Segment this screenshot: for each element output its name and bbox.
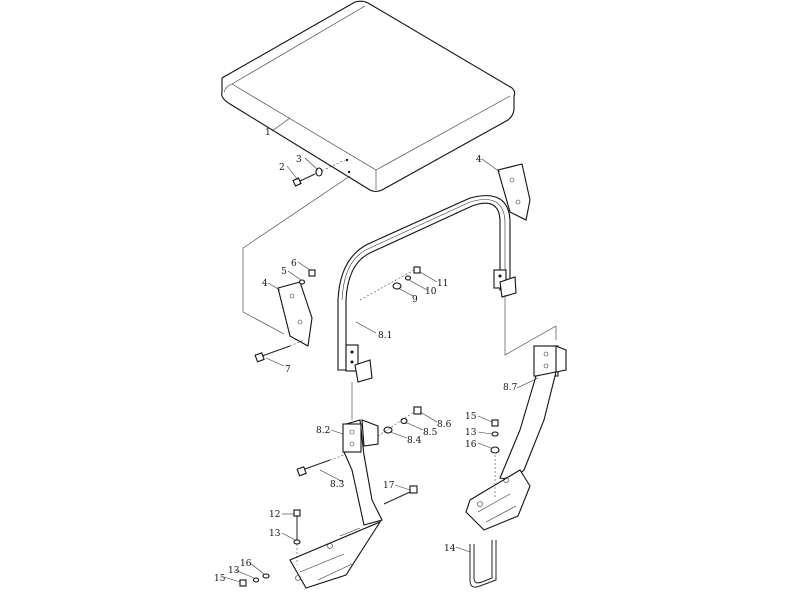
nut-8-6 — [413, 406, 422, 415]
seat-cushion — [221, 0, 516, 193]
bracket-4-right — [497, 163, 531, 221]
callout-8-7: 8.7 — [503, 383, 518, 393]
leader-lines — [223, 117, 539, 583]
washer-16-left — [262, 573, 270, 579]
mounting-plane-outline — [242, 175, 351, 335]
callout-4-left: 4 — [262, 279, 268, 289]
right-mounting-plane — [504, 295, 557, 356]
nut-11 — [413, 266, 421, 274]
latch-left — [354, 359, 373, 383]
callout-3: 3 — [296, 155, 302, 165]
washer-16-right — [490, 446, 500, 454]
callout-15-right: 15 — [465, 412, 477, 422]
callout-17: 17 — [383, 481, 395, 491]
callout-12: 12 — [269, 510, 280, 520]
nut-15-right — [491, 419, 499, 427]
nut-6 — [308, 269, 316, 277]
callout-13-right: 13 — [465, 428, 477, 438]
lower-mount-right — [465, 345, 567, 531]
washer-3 — [315, 167, 323, 177]
callout-14: 14 — [444, 544, 456, 554]
callout-13-left: 13 — [228, 566, 240, 576]
bolt-12 — [293, 509, 301, 540]
nut-15-left — [239, 579, 247, 587]
washer-13-upper — [293, 539, 301, 545]
callout-7: 7 — [285, 365, 291, 375]
callout-8-2: 8.2 — [316, 426, 330, 436]
callout-5: 5 — [281, 267, 287, 277]
latch-right — [499, 276, 517, 298]
callout-9: 9 — [412, 295, 418, 305]
bolt-8-3 — [296, 454, 345, 477]
callout-6: 6 — [291, 259, 297, 269]
washer-13-right — [491, 431, 499, 437]
washer-5 — [298, 279, 306, 285]
washer-9 — [392, 282, 402, 290]
bracket-4-left — [277, 281, 313, 347]
callout-16-left: 16 — [240, 559, 252, 569]
callout-10: 10 — [425, 287, 437, 297]
callout-13-upper: 13 — [269, 529, 281, 539]
callout-8-4: 8.4 — [407, 436, 422, 446]
washer-10 — [404, 275, 412, 281]
washer-8-4 — [383, 426, 393, 434]
callout-2: 2 — [279, 163, 285, 173]
callout-15-left: 15 — [214, 574, 226, 584]
callout-8-3: 8.3 — [330, 480, 345, 490]
lower-mount-left — [289, 419, 383, 589]
callout-8-6: 8.6 — [437, 420, 452, 430]
bolt-7 — [254, 339, 305, 363]
callout-8-1: 8.1 — [378, 331, 392, 341]
callout-11: 11 — [437, 279, 448, 289]
callout-1: 1 — [265, 128, 271, 138]
callout-4-right: 4 — [476, 155, 482, 165]
callout-labels: 1 2 3 4 4 5 6 7 8.1 8.2 8.3 8.4 8.5 8.6 … — [214, 128, 518, 584]
callout-16-right: 16 — [465, 440, 477, 450]
roll-bar — [337, 195, 511, 372]
bolt-17 — [383, 485, 418, 505]
washer-13-left — [252, 577, 260, 583]
callout-8-5: 8.5 — [423, 428, 438, 438]
u-bolt-14 — [469, 540, 497, 588]
